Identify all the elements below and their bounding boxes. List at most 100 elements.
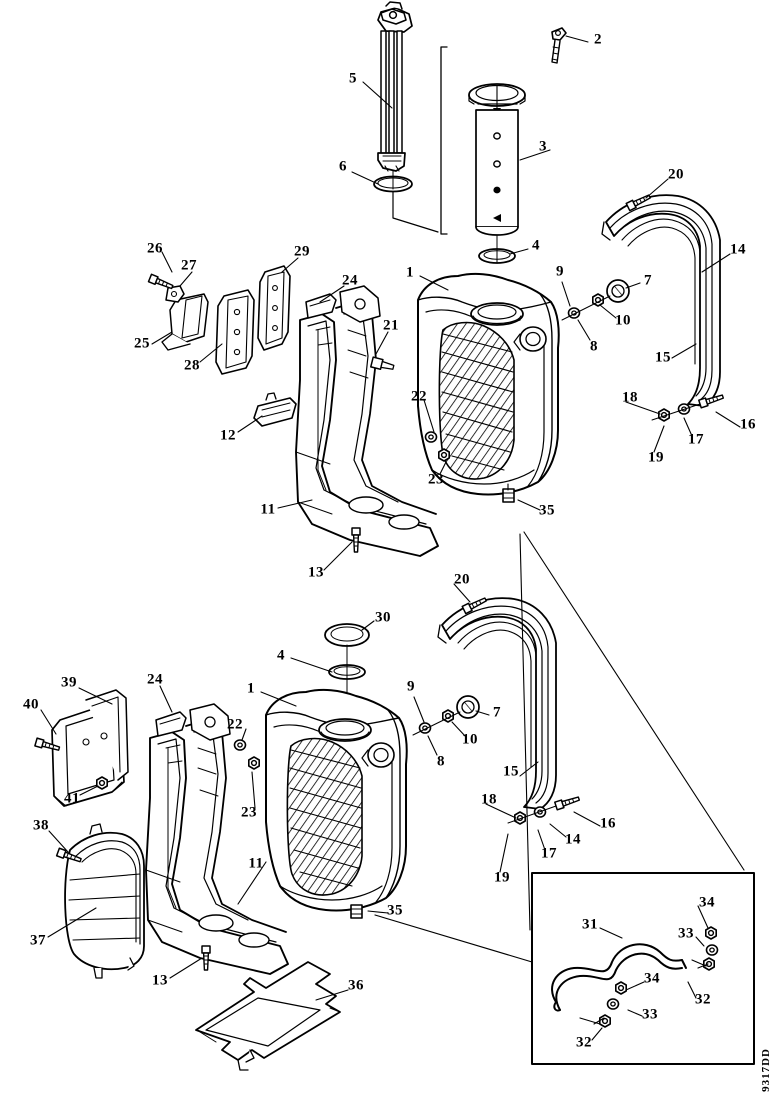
part-drain-plug-35-upper [502,483,515,503]
callout-1: 1 [406,264,414,281]
sheet-code: 9317DD [760,1048,772,1092]
callout-26: 26 [147,240,163,257]
callout-11: 11 [260,501,276,518]
callout-39: 39 [61,674,77,691]
part-nut-41 [96,776,108,790]
part-gauge-assembly-5 [377,1,413,172]
part-screw-26 [147,273,175,292]
part-clamp-12 [253,392,297,427]
callout-5: 5 [349,70,357,87]
part-bracket-inner-upper [335,285,437,515]
callout-34: 34 [644,970,660,987]
callout-25: 25 [134,335,150,352]
callout-4: 4 [532,237,540,254]
callout-18: 18 [481,791,497,808]
callout-13: 13 [308,564,324,581]
part-drain-plug-35-lower [350,904,363,919]
inset-hardware [579,926,719,1028]
callout-24: 24 [342,272,358,289]
callout-6: 6 [339,158,347,175]
callout-21: 21 [383,317,399,334]
callout-11: 11 [248,855,264,872]
part-hardware-row-lower [507,794,581,825]
callout-1: 1 [247,680,255,697]
callout-33: 33 [642,1006,658,1023]
part-fastener-22-lower [233,739,261,770]
part-mount-plate-39 [51,689,129,807]
part-screw-2 [551,27,567,64]
part-hardware-row-upper [651,392,725,422]
part-sender-3 [468,83,526,236]
callout-22: 22 [227,716,243,733]
callout-37: 37 [30,932,46,949]
callout-22: 22 [411,388,427,405]
callout-7: 7 [493,704,501,721]
callout-9: 9 [556,263,564,280]
callout-15: 15 [655,349,671,366]
callout-16: 16 [600,815,616,832]
callout-29: 29 [294,243,310,260]
callout-38: 38 [33,817,49,834]
callout-14: 14 [730,241,746,258]
callout-32: 32 [695,991,711,1008]
part-plate-29 [257,265,291,351]
part-spacer-27 [165,285,185,303]
callout-7: 7 [644,272,652,289]
callout-10: 10 [462,731,478,748]
callout-17: 17 [688,431,704,448]
callout-32: 32 [576,1034,592,1051]
part-skid-plate-36 [195,961,341,1071]
part-fuel-tank-1-lower [265,688,408,912]
callout-16: 16 [740,416,756,433]
part-fuel-tank-1-upper [417,272,560,496]
part-shield-37 [64,823,145,979]
callout-41: 41 [64,790,80,807]
callout-12: 12 [220,427,236,444]
part-fittings-upper [561,279,630,321]
callout-30: 30 [375,609,391,626]
part-bracket-tab-24-lower [155,711,187,737]
inset-detail-box [531,872,755,1065]
part-fittings-lower [412,695,480,736]
callout-8: 8 [590,338,598,355]
callout-34: 34 [699,894,715,911]
part-seal-ring-6 [373,170,413,193]
part-bracket-tab-24-upper [305,293,337,319]
callout-20: 20 [454,571,470,588]
callout-35: 35 [539,502,555,519]
callout-14: 14 [565,831,581,848]
part-bolt-13-upper [351,527,361,553]
callout-10: 10 [615,312,631,329]
callout-18: 18 [622,389,638,406]
part-bracket-11-upper [295,313,439,557]
callout-17: 17 [541,845,557,862]
callout-4: 4 [277,647,285,664]
callout-35: 35 [387,902,403,919]
part-hose-31 [551,943,687,1012]
callout-9: 9 [407,678,415,695]
callout-8: 8 [437,753,445,770]
callout-2: 2 [594,31,602,48]
callout-23: 23 [428,471,444,488]
callout-20: 20 [668,166,684,183]
callout-31: 31 [582,916,598,933]
callout-19: 19 [648,449,664,466]
callout-27: 27 [181,257,197,274]
part-plate-28 [215,289,255,375]
part-bracket-11-lower [145,731,289,975]
callout-19: 19 [494,869,510,886]
part-angle-bracket-25 [161,293,209,351]
callout-40: 40 [23,696,39,713]
part-stud-21 [370,356,395,371]
part-bracket-inner-lower [185,703,287,933]
callout-15: 15 [503,763,519,780]
callout-36: 36 [348,977,364,994]
callout-24: 24 [147,671,163,688]
callout-23: 23 [241,804,257,821]
part-filler-cap-30 [324,623,370,663]
part-bolt-13-lower [201,945,211,971]
callout-3: 3 [539,138,547,155]
part-gasket-4-upper [478,235,516,264]
